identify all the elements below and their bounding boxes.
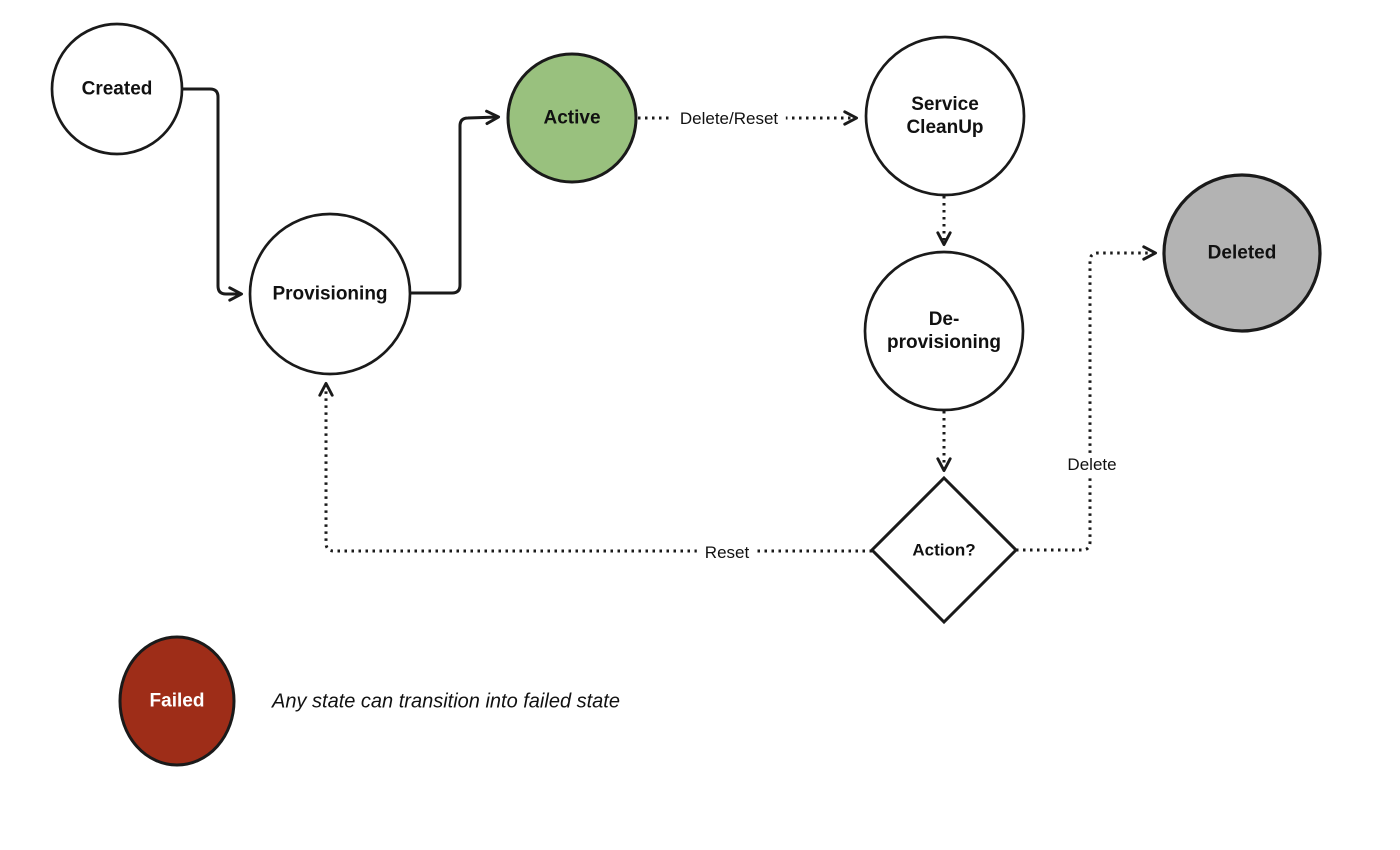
state-failed-circle — [118, 635, 236, 767]
state-action-diamond — [869, 475, 1019, 625]
state-de-provisioning-circle — [863, 250, 1025, 412]
state-active-circle — [506, 52, 638, 184]
edge-created-to-provisioning — [182, 87, 244, 302]
edge-provisioning-to-active — [410, 109, 501, 295]
state-created-circle — [50, 22, 184, 156]
state-deleted-circle — [1162, 173, 1322, 333]
state-provisioning-circle — [248, 212, 412, 376]
state-service-cleanup-circle — [864, 35, 1026, 197]
note-text: Any state can transition into failed sta… — [272, 690, 620, 713]
edge-action-to-provisioning — [318, 381, 872, 553]
edge-action-to-deleted — [1016, 245, 1158, 552]
